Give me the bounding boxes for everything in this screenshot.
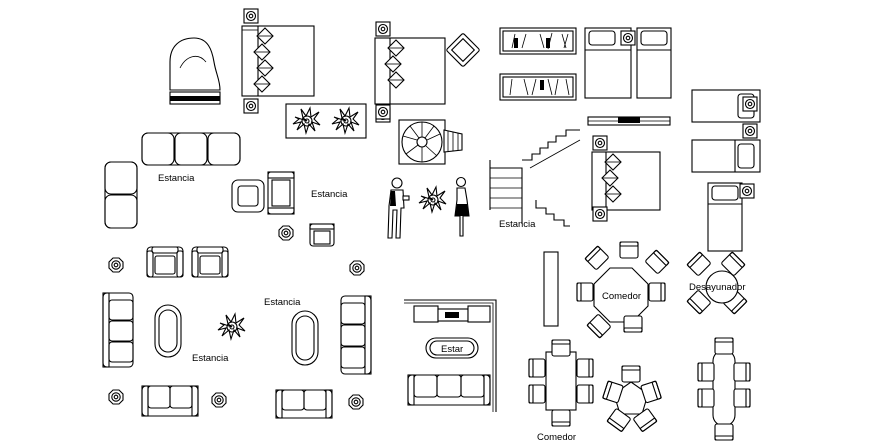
double-bed-1 <box>241 8 315 114</box>
label-estar: Estar <box>441 344 463 355</box>
label-estancia-4: Estancia <box>192 353 229 364</box>
sofa-two-seat-side <box>104 161 138 229</box>
label-estancia-3: Estancia <box>264 297 301 308</box>
loveseat-bottom-left <box>141 385 199 417</box>
plant-icon <box>418 186 447 213</box>
armchair <box>146 246 184 278</box>
label-estancia-1: Estancia <box>158 173 195 184</box>
single-bed-right-1 <box>691 89 761 139</box>
label-comedor-1: Comedor <box>602 291 641 302</box>
grand-piano <box>169 37 221 105</box>
armchair-square <box>231 179 265 213</box>
twin-beds <box>584 27 672 99</box>
sideboard <box>543 251 559 327</box>
sofa-long-left <box>102 292 134 368</box>
straight-staircase <box>489 129 581 227</box>
double-bed-3 <box>591 135 661 222</box>
label-estancia-5: Estancia <box>499 219 536 230</box>
label-comedor-2: Comedor <box>537 432 576 442</box>
lamp-table-icon <box>349 260 365 276</box>
spiral-staircase <box>398 119 463 165</box>
label-desayunador: Desayunador <box>689 282 746 293</box>
armchair-rotated <box>446 33 480 67</box>
double-bed-2 <box>374 21 446 120</box>
dining-table-rectangular <box>528 339 594 427</box>
coffee-table-oval-right <box>291 310 319 366</box>
label-estancia-2: Estancia <box>311 189 348 200</box>
breakfast-table <box>686 251 748 315</box>
single-bed-right-2 <box>691 139 761 173</box>
closet-bottom <box>499 73 577 101</box>
lamp-table-icon <box>211 392 227 408</box>
lamp-table-icon <box>348 394 364 410</box>
dining-table-oval <box>697 337 751 441</box>
planter-box <box>285 103 367 139</box>
estar-area <box>404 299 497 412</box>
lamp-table-icon <box>278 225 294 241</box>
window-wall <box>587 116 671 126</box>
dining-table-octagon <box>576 241 670 339</box>
loveseat-bottom-right <box>275 389 333 419</box>
coffee-table-oval-left <box>154 304 182 358</box>
sofa-long-right <box>340 295 372 375</box>
armchair <box>191 246 229 278</box>
lamp-table-icon <box>108 389 124 405</box>
closet-top <box>499 27 577 55</box>
person-woman-icon <box>454 176 470 237</box>
person-man-icon <box>387 177 410 239</box>
single-bed-right-3 <box>707 182 755 252</box>
armchair-side <box>267 171 295 215</box>
armchair-small <box>309 223 335 247</box>
sofa-three-seat-bottom <box>407 374 491 406</box>
plant-icon <box>217 313 246 340</box>
sofa-three-seat-top <box>141 132 241 166</box>
dining-table-pentagon <box>602 365 662 433</box>
lamp-table-icon <box>108 257 124 273</box>
